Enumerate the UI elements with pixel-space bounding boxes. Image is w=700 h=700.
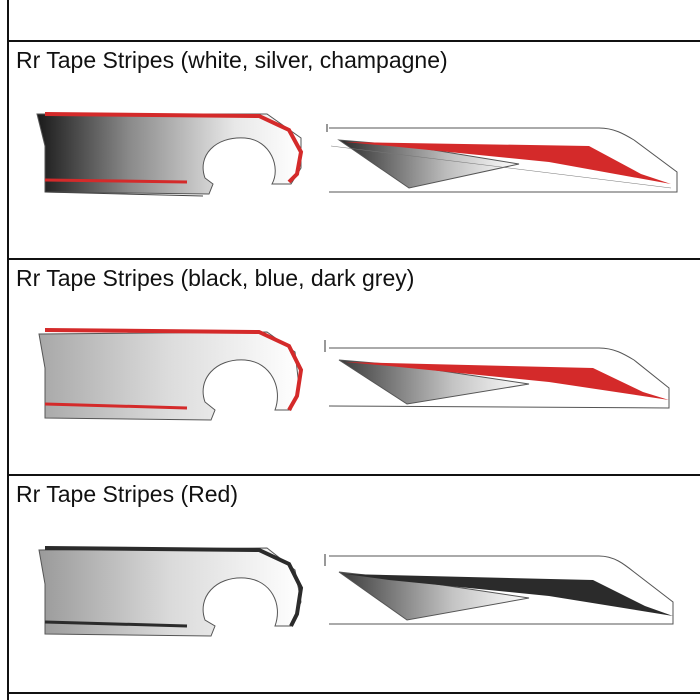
section-title: Rr Tape Stripes (black, blue, dark grey) bbox=[16, 265, 415, 291]
left-border bbox=[7, 0, 9, 700]
row-divider bbox=[7, 692, 700, 694]
stripe-mark bbox=[44, 620, 188, 628]
stripe-mark bbox=[345, 574, 673, 616]
stripe-drawings bbox=[38, 328, 670, 421]
bumper-left-view bbox=[38, 546, 304, 637]
bumper-side-view bbox=[324, 340, 670, 409]
stripe-mark bbox=[44, 112, 304, 184]
bumper-side-view bbox=[326, 124, 678, 193]
stripe-drawings bbox=[36, 112, 678, 197]
stripe-section-black-blue-dark-grey: Rr Tape Stripes (black, blue, dark grey) bbox=[9, 260, 700, 474]
stripe-section-white-silver-champagne: Rr Tape Stripes (white, silver, champagn… bbox=[9, 42, 700, 258]
bumper-left-view bbox=[38, 328, 304, 421]
bumper-left-view bbox=[36, 112, 304, 197]
stripe-mark bbox=[345, 142, 671, 184]
stripe-mark bbox=[44, 178, 188, 184]
section-title: Rr Tape Stripes (Red) bbox=[16, 481, 238, 507]
bumper-side-view bbox=[324, 554, 674, 625]
stripe-section-red: Rr Tape Stripes (Red) bbox=[9, 476, 700, 692]
row-divider bbox=[7, 40, 700, 42]
row-divider bbox=[7, 474, 700, 476]
section-title: Rr Tape Stripes (white, silver, champagn… bbox=[16, 47, 448, 73]
row-divider bbox=[7, 258, 700, 260]
stripe-mark bbox=[44, 328, 304, 411]
stripe-mark bbox=[44, 546, 304, 627]
stripe-mark bbox=[44, 402, 188, 410]
stripe-drawings bbox=[38, 546, 674, 637]
stripe-mark bbox=[345, 362, 669, 400]
